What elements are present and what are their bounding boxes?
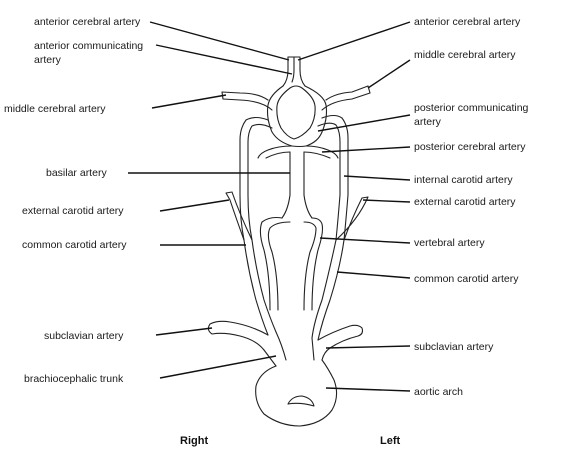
label-anterior-communicating-line1: anterior communicating	[34, 40, 143, 52]
vertebral-right-vessel	[259, 216, 291, 311]
circle-of-willis-inner	[276, 85, 316, 140]
leader-lines	[128, 21, 411, 392]
labels-left: anterior cerebral artery anterior commun…	[4, 16, 143, 385]
labels-right: anterior cerebral artery middle cerebral…	[414, 16, 529, 398]
label-external-carotid-artery-right: external carotid artery	[414, 196, 516, 208]
external-carotid-right-vessel	[225, 191, 253, 241]
vessel-drawing	[207, 56, 371, 427]
label-common-carotid-artery-right: common carotid artery	[414, 273, 519, 285]
label-brachiocephalic-trunk: brachiocephalic trunk	[24, 373, 124, 385]
vertebral-left-vessel	[303, 217, 324, 311]
leader-pcom	[317, 114, 411, 132]
label-middle-cerebral-artery-right: middle cerebral artery	[414, 49, 516, 61]
aortic-arch-vessel	[255, 359, 338, 427]
anterior-cerebral-left-vessel	[287, 56, 306, 87]
posterior-cerebral-right-vessel	[257, 145, 293, 159]
leader-mca-right	[367, 59, 411, 89]
side-label-left: Left	[380, 435, 401, 447]
middle-cerebral-right-vessel	[221, 91, 273, 111]
leader-ica	[343, 175, 411, 181]
basilar-vessel	[281, 151, 313, 219]
leader-brachiocephalic	[159, 355, 277, 379]
label-posterior-communicating-line1: posterior communicating	[414, 102, 529, 114]
label-anterior-cerebral-artery-right: anterior cerebral artery	[414, 16, 521, 28]
common-carotid-left-vessel	[311, 239, 345, 341]
leader-aca-left	[149, 21, 290, 61]
middle-cerebral-left-vessel	[321, 85, 371, 111]
label-vertebral-artery: vertebral artery	[414, 237, 485, 249]
internal-carotid-left-vessel	[317, 114, 349, 241]
label-posterior-communicating-line2: artery	[414, 116, 442, 128]
label-internal-carotid-artery: internal carotid artery	[414, 174, 513, 186]
label-middle-cerebral-artery-left: middle cerebral artery	[4, 103, 106, 115]
label-external-carotid-artery-left: external carotid artery	[22, 205, 124, 217]
leader-cca-right	[336, 271, 411, 279]
label-aortic-arch: aortic arch	[414, 386, 463, 398]
common-carotid-right-vessel	[243, 239, 277, 336]
external-carotid-left-vessel	[335, 196, 369, 241]
label-subclavian-artery-right: subclavian artery	[414, 341, 494, 353]
aortic-arch-inner	[287, 395, 315, 407]
leader-acom	[155, 44, 293, 75]
leader-aortic-arch	[325, 387, 411, 392]
label-subclavian-artery-left: subclavian artery	[44, 330, 124, 342]
leader-subclavian-right	[325, 345, 411, 349]
leader-subclavian-left	[155, 327, 213, 336]
leader-aca-right	[297, 21, 411, 61]
anterior-cerebral-right-vessel	[282, 56, 295, 87]
label-posterior-cerebral-artery: posterior cerebral artery	[414, 141, 526, 153]
side-label-right: Right	[180, 435, 208, 447]
leader-pca	[321, 146, 411, 153]
label-anterior-cerebral-artery-left: anterior cerebral artery	[34, 16, 141, 28]
label-basilar-artery: basilar artery	[46, 167, 107, 179]
right-subclavian-vessel	[207, 320, 269, 351]
internal-carotid-right-vessel	[239, 116, 273, 241]
posterior-cerebral-left-vessel	[303, 145, 339, 159]
leader-eca-left	[159, 199, 230, 212]
label-anterior-communicating-line2: artery	[34, 54, 62, 66]
label-common-carotid-artery-left: common carotid artery	[22, 239, 127, 251]
leader-eca-right	[362, 199, 411, 203]
leader-mca-left	[151, 94, 227, 109]
left-subclavian-vessel	[311, 324, 364, 361]
brachiocephalic-vessel	[263, 331, 287, 367]
leader-vertebral	[319, 237, 411, 244]
